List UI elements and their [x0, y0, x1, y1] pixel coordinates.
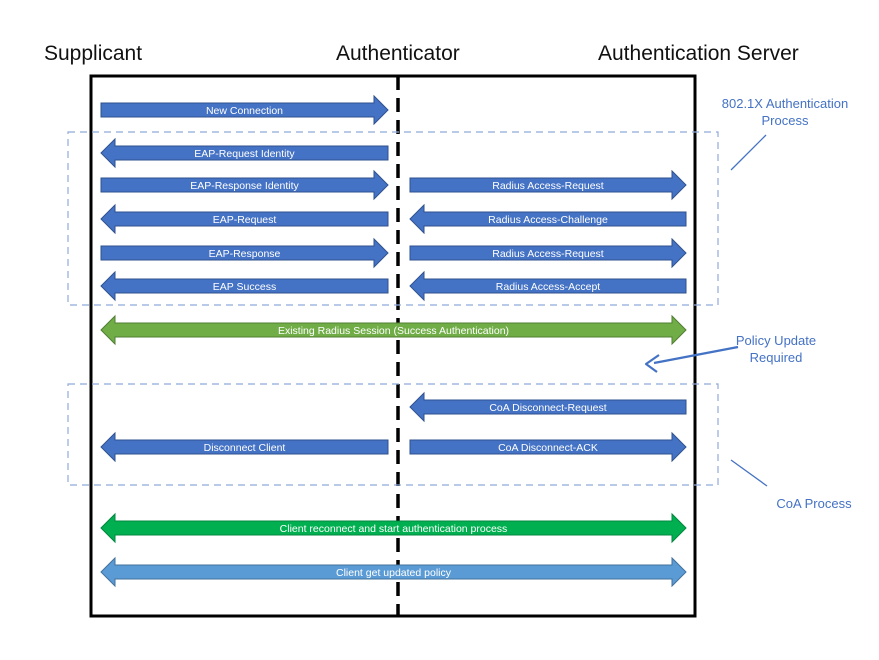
new-connection-arrow	[100, 94, 389, 126]
coa-disconnect-request-label: CoA Disconnect-Request	[489, 402, 606, 414]
eap-success-label: EAP Success	[213, 281, 276, 293]
radius-access-request-2-label: Radius Access-Request	[492, 248, 604, 260]
radius-access-accept-label: Radius Access-Accept	[496, 281, 601, 293]
existing-radius-session-arrow	[100, 314, 687, 346]
dot1x-group-label-line2: Process	[762, 113, 809, 128]
coa-group-label: CoA Process	[776, 496, 852, 511]
radius-access-challenge-label: Radius Access-Challenge	[488, 214, 608, 226]
disconnect-client-arrow	[100, 431, 389, 463]
eap-request-label: EAP-Request	[213, 214, 277, 226]
radius-access-challenge-arrow	[409, 203, 687, 235]
radius-access-accept-arrow	[409, 270, 687, 302]
eap-request-identity-arrow	[100, 137, 389, 169]
authenticator-header: Authenticator	[336, 42, 460, 65]
coa-group-pointer	[730, 459, 768, 487]
policy-update-label-line2: Required	[750, 350, 803, 365]
policy-update-label-line1: Policy Update	[736, 333, 816, 348]
new-connection-label: New Connection	[206, 105, 283, 117]
client-reconnect-label: Client reconnect and start authenticatio…	[280, 523, 508, 535]
coa-disconnect-ack-label: CoA Disconnect-ACK	[498, 442, 598, 454]
client-updated-policy-label: Client get updated policy	[336, 567, 452, 579]
coa-disconnect-ack-arrow	[409, 431, 687, 463]
client-updated-policy-arrow	[100, 556, 687, 588]
policy-update-pointer-shaft	[653, 345, 739, 365]
eap-response-label: EAP-Response	[209, 248, 281, 260]
eap-response-arrow	[100, 237, 389, 269]
existing-radius-session-label: Existing Radius Session (Success Authent…	[278, 325, 509, 337]
disconnect-client-label: Disconnect Client	[204, 442, 286, 454]
eap-request-identity-label: EAP-Request Identity	[194, 148, 295, 160]
coa-disconnect-request-arrow	[409, 391, 687, 423]
coa-group-box	[67, 383, 719, 486]
authentication-server-header: Authentication Server	[598, 42, 799, 65]
dot1x-group-box	[67, 131, 719, 306]
eap-success-arrow	[100, 270, 389, 302]
radius-access-request-1-label: Radius Access-Request	[492, 180, 604, 192]
eap-response-identity-label: EAP-Response Identity	[190, 180, 299, 192]
dot1x-group-label-line1: 802.1X Authentication	[722, 96, 849, 111]
supplicant-header: Supplicant	[44, 42, 143, 65]
radius-access-request-2-arrow	[409, 237, 687, 269]
eap-request-arrow	[100, 203, 389, 235]
radius-access-request-1-arrow	[409, 169, 687, 201]
diagram-frame	[89, 74, 697, 618]
eap-response-identity-arrow	[100, 169, 389, 201]
dot1x-group-pointer	[730, 134, 767, 171]
client-reconnect-arrow	[100, 512, 687, 544]
policy-update-pointer-head	[644, 354, 660, 373]
